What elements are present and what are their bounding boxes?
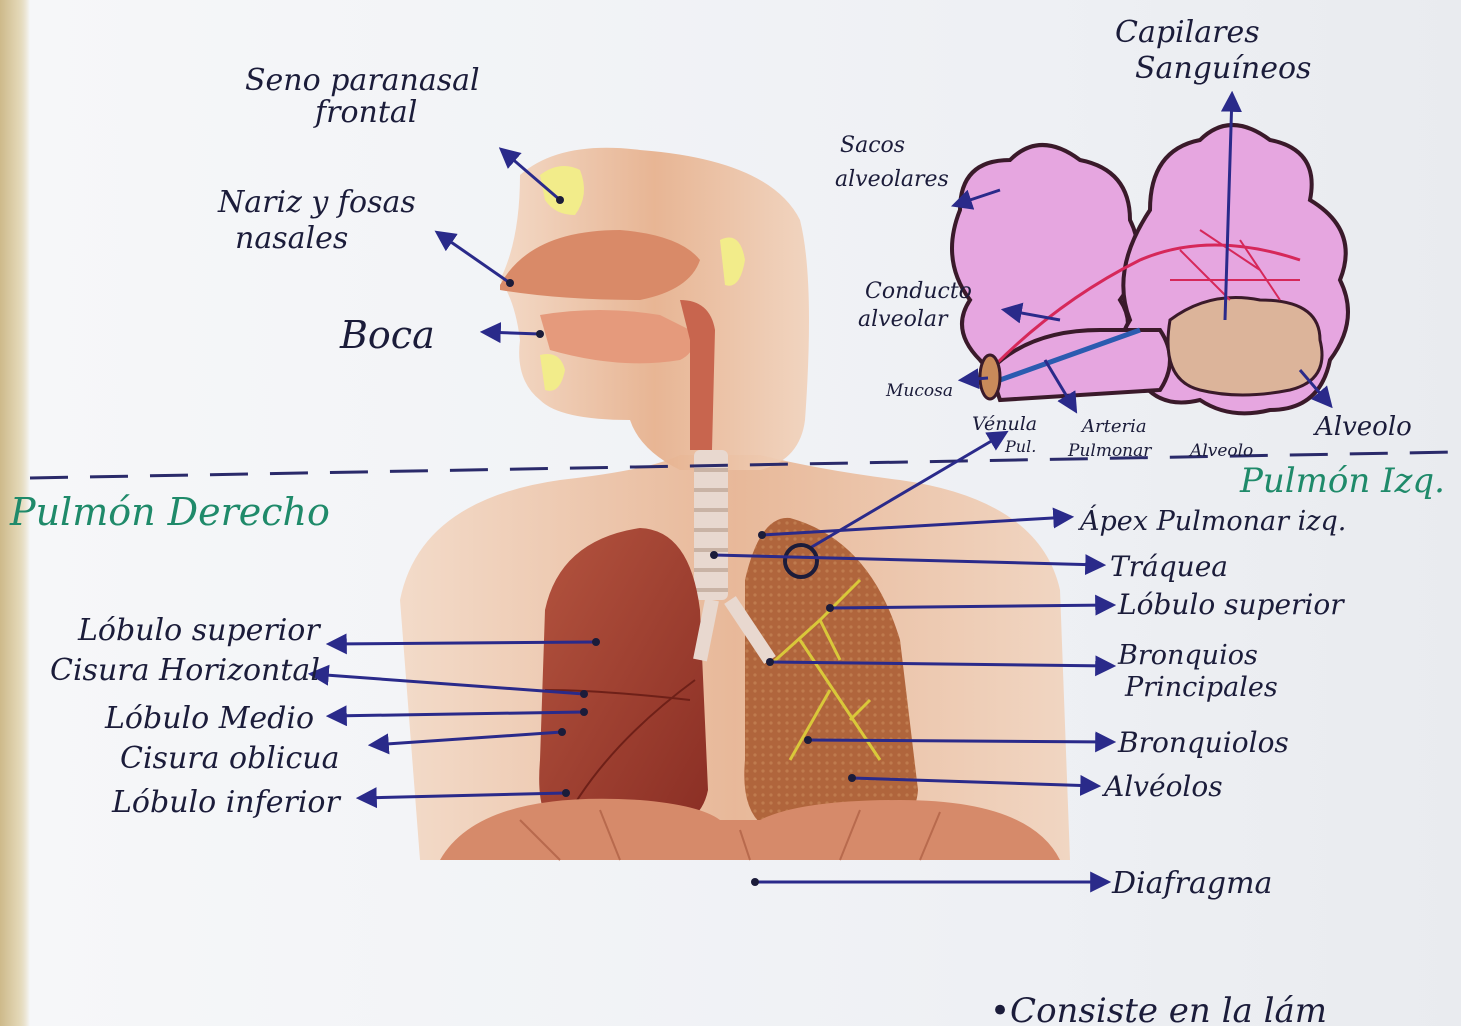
label-mucosa: Mucosa	[885, 381, 953, 401]
label-lobulo-superior: Lóbulo superior	[77, 613, 321, 648]
label-nariz-line2: nasales	[235, 221, 348, 256]
label-pulmon-derecho: Pulmón Derecho	[9, 490, 330, 534]
label-alveolos: Alvéolos	[1101, 770, 1223, 803]
label-sacos-line2: alveolares	[835, 167, 949, 192]
label-conducto-line1: Conducto	[865, 279, 972, 304]
arrow-boca	[484, 332, 540, 334]
label-arteria-line2: Pulmonar	[1067, 441, 1152, 461]
label-traquea: Tráquea	[1110, 550, 1228, 583]
torso-shape	[400, 455, 1070, 860]
arrow-lobulo-sup	[330, 642, 596, 644]
arrow-nariz	[438, 233, 510, 283]
label-lobulo-medio: Lóbulo Medio	[104, 701, 314, 736]
label-alveolo-small: Alveolo	[1188, 441, 1253, 461]
label-apex: Ápex Pulmonar izq.	[1077, 504, 1346, 537]
label-venula-line2: Pul.	[1004, 437, 1036, 456]
label-bottom-note: •Consiste en la lám	[990, 991, 1327, 1026]
label-alveolo: Alveolo	[1313, 412, 1412, 442]
arrow-bronquiolos	[808, 740, 1112, 742]
label-seno-line1: Seno paranasal	[245, 63, 480, 98]
label-boca: Boca	[339, 313, 435, 357]
label-capilares-line2: Sanguíneos	[1135, 51, 1311, 86]
right-lung-shape	[539, 528, 708, 830]
label-bronquios-line1: Bronquios	[1117, 640, 1258, 671]
label-arteria-line1: Arteria	[1080, 416, 1147, 437]
label-nariz-line1: Nariz y fosas	[217, 185, 416, 220]
trachea-rings	[694, 470, 728, 590]
label-lobulo-inferior: Lóbulo inferior	[111, 785, 341, 820]
label-conducto-line2: alveolar	[858, 307, 949, 332]
label-lobulo-superior-izq: Lóbulo superior	[1117, 588, 1345, 621]
label-diafragma: Diafragma	[1111, 866, 1272, 901]
label-cisura-oblicua: Cisura oblicua	[120, 741, 340, 776]
label-bronquios-line2: Principales	[1124, 672, 1278, 703]
label-capilares-line1: Capilares	[1115, 15, 1260, 50]
alveoli-drawing	[952, 125, 1348, 413]
label-bronquiolos: Bronquiolos	[1117, 726, 1289, 759]
trachea-shape	[694, 450, 728, 600]
label-sacos-line1: Sacos	[840, 133, 905, 158]
label-cisura-horizontal: Cisura Horizontal	[50, 653, 320, 688]
label-seno-line2: frontal	[313, 95, 417, 130]
alveolus-cut	[1168, 298, 1322, 396]
label-venula-line1: Vénula	[972, 413, 1037, 435]
label-pulmon-izq: Pulmón Izq.	[1239, 461, 1445, 501]
arrow-mucosa	[962, 378, 988, 380]
